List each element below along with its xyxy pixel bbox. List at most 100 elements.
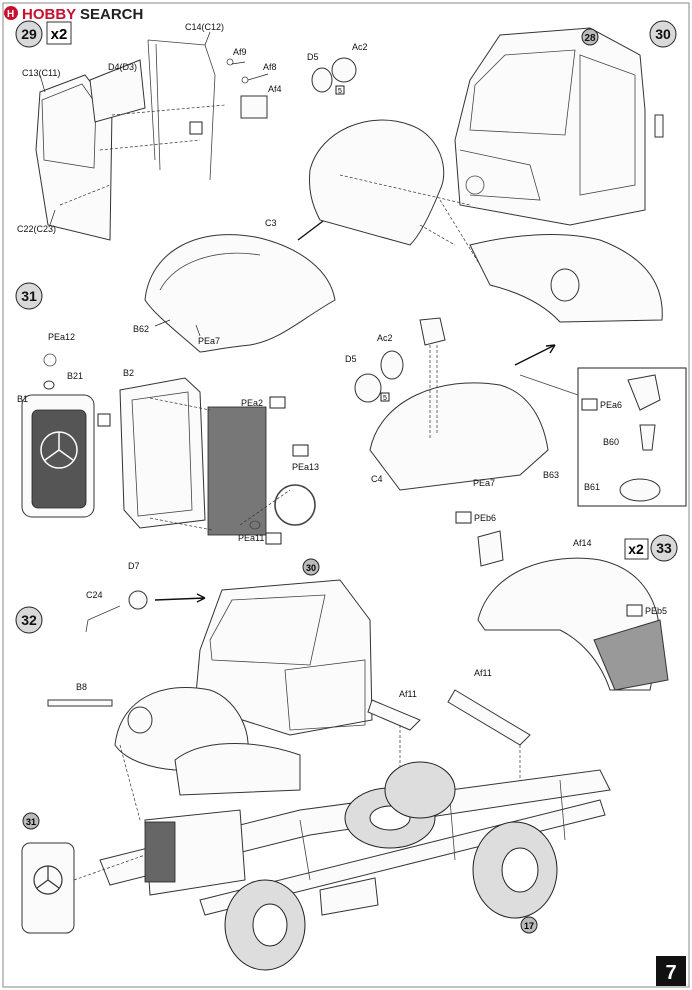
plate-peb5 (593, 619, 669, 691)
star-emblem-lines (44, 432, 74, 461)
label-af8: Af8 (263, 62, 277, 72)
ref-badge-28 (581, 28, 599, 46)
step-badge (650, 534, 678, 562)
grille-mesh-pea (207, 406, 267, 536)
label-d7: D7 (128, 561, 140, 571)
multiplier-box (46, 21, 72, 45)
step-number: 33 (656, 540, 672, 556)
leader-lines-c3 (154, 319, 201, 337)
mirror (654, 114, 664, 138)
front-wheel-hub (252, 903, 288, 947)
step-33: x2 33 PEb6 Af14 PEb5 (455, 511, 678, 691)
part-af9 (226, 58, 234, 66)
bar-af11-b (447, 689, 531, 746)
fender-left (309, 119, 445, 246)
fender-lower-32 (174, 743, 301, 796)
windshield-32 (209, 594, 326, 666)
svg-text:H: H (7, 9, 14, 20)
ref-badge-31 (22, 812, 40, 830)
ref-badge-17 (520, 916, 538, 934)
plate-peb6 (477, 530, 504, 567)
label-pea7-a: PEa7 (198, 336, 220, 346)
part-af4 (240, 95, 268, 119)
label-af11-b: Af11 (474, 668, 492, 678)
label-ac2-b: Ac2 (377, 333, 393, 343)
door-part (35, 74, 113, 241)
step-number: 31 (21, 288, 37, 304)
step-arrow (154, 593, 206, 603)
watermark-suffix: SEARCH (80, 6, 143, 23)
cross-members (299, 779, 566, 881)
watermark-logo: H HOBBY SEARCH (4, 6, 143, 23)
swap-icon (189, 121, 203, 135)
label-d4: D4(D3) (108, 62, 137, 72)
label-peb6: PEb6 (474, 513, 496, 523)
part-pea6 (627, 374, 661, 411)
multiplier-text: x2 (628, 541, 644, 557)
step-31: 31 PEa12 B21 B1 B2 PEa2 PEa13 PEa11 5 Ac… (15, 282, 687, 545)
headlight-right (550, 268, 580, 302)
rear-wheel-back (384, 761, 456, 819)
bar-b8 (47, 699, 113, 707)
ref-17: 17 (524, 921, 534, 931)
assembly-lines-horn (429, 345, 438, 440)
label-c3: C3 (265, 218, 277, 228)
step-number: 30 (655, 26, 671, 42)
label-c24: C24 (86, 590, 103, 600)
grille-frame-b2 (119, 377, 206, 529)
seat-32 (284, 659, 366, 731)
multiplier-text: x2 (51, 26, 68, 43)
part-af8 (241, 76, 249, 84)
step-badge (15, 20, 43, 48)
part-pea12 (43, 353, 57, 367)
step-badge (15, 606, 43, 634)
part-b60 (639, 424, 656, 451)
sub-label-5: 5 (338, 88, 342, 95)
label-c14: C14(C12) (185, 22, 224, 32)
step-plate (319, 877, 379, 916)
fender-c3-detail (159, 252, 261, 291)
ref-badge-30 (302, 558, 320, 576)
windshield (469, 49, 576, 136)
label-b61: B61 (584, 482, 600, 492)
ref-31: 31 (26, 817, 36, 827)
swap-icon (97, 413, 111, 427)
label-c4: C4 (371, 474, 383, 484)
leader-lines (39, 31, 269, 226)
label-c22: C22(C23) (17, 224, 56, 234)
cab-part (454, 27, 646, 226)
ref-28: 28 (584, 33, 596, 44)
fender-c4 (369, 382, 549, 491)
sub-label-5: 5 (383, 395, 387, 402)
part-b61 (619, 478, 661, 502)
detail-box (577, 367, 687, 507)
lens-ac2-a (311, 67, 333, 93)
step-30: 30 28 5 D5 Ac2 (307, 20, 677, 323)
door-window (41, 83, 97, 169)
step-badge (15, 282, 43, 310)
label-ac2-a: Ac2 (352, 42, 368, 52)
part-b21 (43, 380, 55, 390)
pe-icon (265, 532, 282, 545)
grille-31-assembly (21, 842, 75, 934)
ref-30: 30 (306, 563, 316, 573)
label-pea11: PEa11 (238, 533, 264, 543)
grille-frame-inner (131, 391, 193, 517)
assembly-lines (59, 104, 226, 206)
gauge (465, 175, 485, 195)
label-d5-a: D5 (307, 52, 319, 62)
side-window (579, 54, 636, 196)
step-29: 29 x2 C14(C12) C13(C11) D4(D3) Af9 Af8 A… (15, 20, 336, 353)
label-b1: B1 (17, 394, 28, 404)
pe-icon (581, 398, 598, 411)
label-af11-a: Af11 (399, 689, 417, 699)
label-b21: B21 (67, 371, 83, 381)
mirror-arm-c24 (85, 605, 121, 633)
step-32: 32 30 C24 D7 B8 Af11 Af11 (15, 558, 611, 971)
part-pea11 (249, 520, 261, 530)
label-pea2: PEa2 (241, 398, 263, 408)
label-af14: Af14 (573, 538, 592, 548)
headlight-d5-b (354, 373, 382, 403)
